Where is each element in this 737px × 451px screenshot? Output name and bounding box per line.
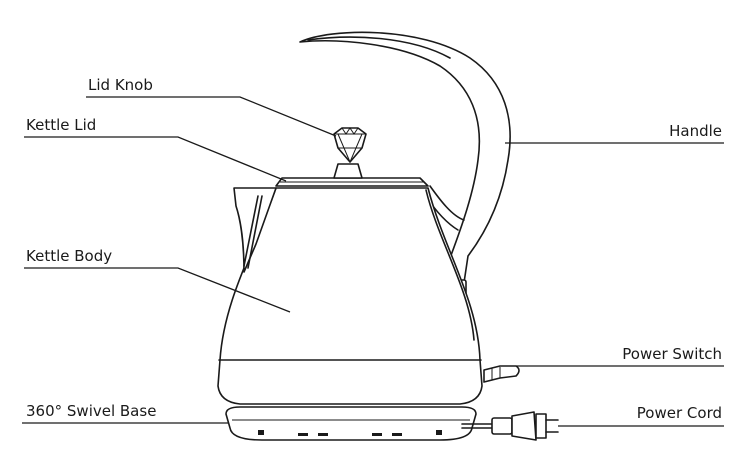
swivel-base xyxy=(225,406,477,441)
kettle-illustration xyxy=(217,31,559,441)
leader-lines xyxy=(22,96,724,427)
label-lid-knob: Lid Knob xyxy=(88,76,153,94)
label-power-switch: Power Switch xyxy=(622,345,722,363)
leader-lid-knob xyxy=(86,96,337,137)
label-power-cord: Power Cord xyxy=(637,404,722,422)
lid-knob xyxy=(333,127,367,179)
label-kettle-lid: Kettle Lid xyxy=(26,116,96,134)
label-kettle-body: Kettle Body xyxy=(26,247,112,265)
label-swivel-base: 360° Swivel Base xyxy=(26,402,156,420)
kettle-lid xyxy=(275,177,429,187)
label-handle: Handle xyxy=(669,122,722,140)
kettle-body xyxy=(217,187,483,405)
labels: Lid Knob Kettle Lid Kettle Body 360° Swi… xyxy=(26,76,722,422)
leader-kettle-lid xyxy=(24,136,287,182)
power-cord xyxy=(461,411,559,441)
power-switch xyxy=(483,365,520,383)
leader-kettle-body xyxy=(24,267,291,313)
